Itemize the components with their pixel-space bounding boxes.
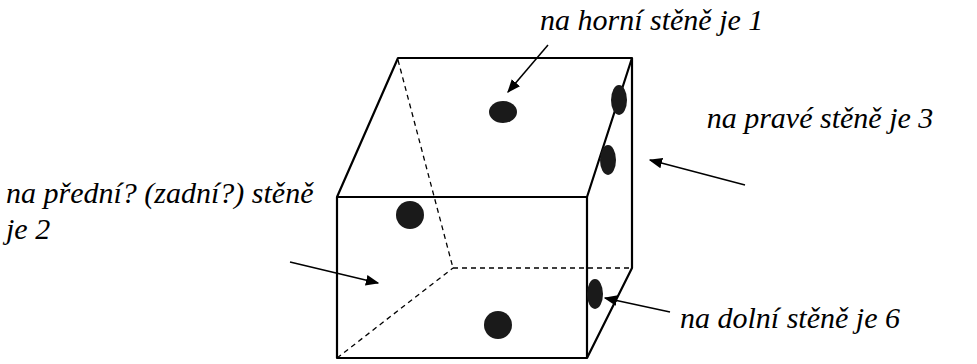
face-label: na pravé stěně je 3 — [700, 100, 940, 136]
leader-arrows — [290, 45, 745, 312]
cube-visible-edges — [337, 58, 632, 358]
face-label: na dolní stěně je 6 — [680, 300, 970, 336]
pips — [396, 85, 627, 339]
face-label: na horní stěně je 1 — [540, 2, 940, 38]
cube-hidden-edges — [337, 60, 632, 358]
face-label: na přední? (zadní?) stěně je 2 — [6, 175, 331, 247]
